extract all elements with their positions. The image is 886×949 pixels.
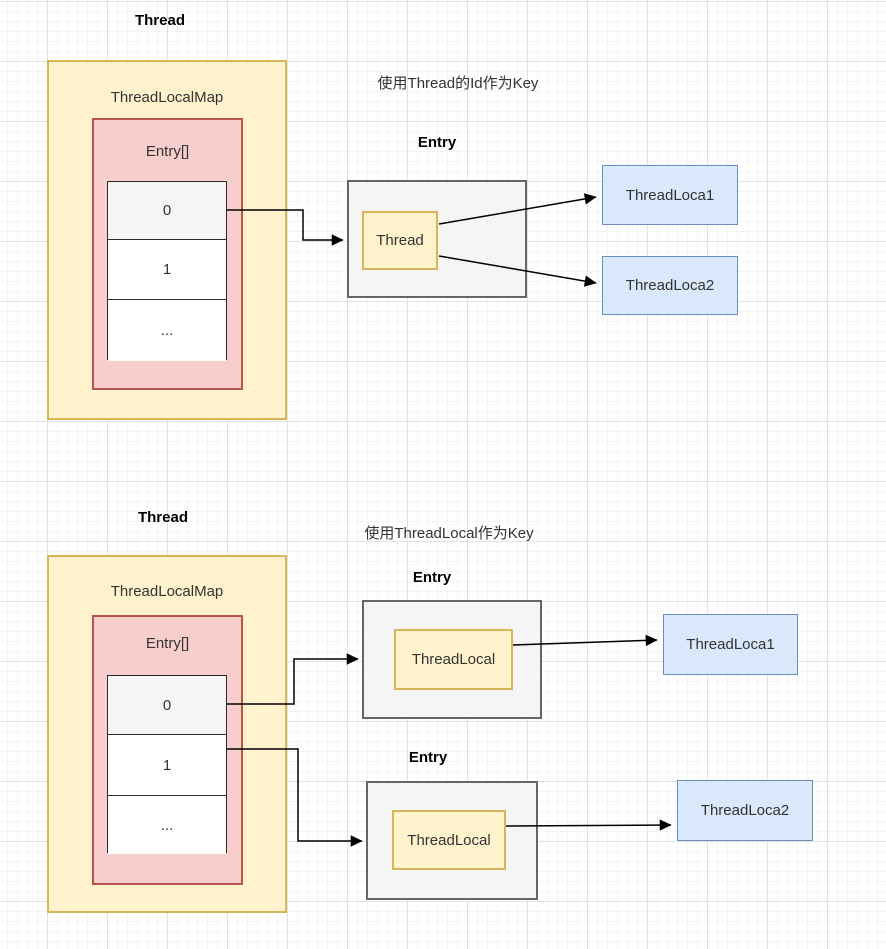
top-thread-key-box[interactable]: Thread — [362, 211, 438, 270]
top-thread-key-label: Thread — [376, 232, 424, 249]
bottom-slot-1[interactable]: 1 — [108, 734, 226, 795]
bottom-entry1-key-label: ThreadLocal — [411, 651, 496, 668]
top-threadlocal1-box[interactable]: ThreadLoca1 — [602, 165, 738, 225]
bottom-slot-rest[interactable]: ... — [108, 795, 226, 854]
bottom-entry2-title[interactable]: Entry — [408, 749, 448, 766]
top-slot-rest[interactable]: ... — [108, 299, 226, 361]
top-threadlocalmap-label: ThreadLocalMap — [110, 89, 224, 106]
top-slot-0[interactable]: 0 — [108, 182, 226, 239]
top-threadlocal2-label: ThreadLoca2 — [625, 277, 715, 294]
bottom-entry2-key-box[interactable]: ThreadLocal — [392, 810, 506, 870]
top-slot-table[interactable]: 0 1 ... — [107, 181, 227, 361]
top-slot-1[interactable]: 1 — [108, 239, 226, 299]
top-entry-array-label: Entry[] — [145, 143, 190, 160]
bottom-entry1-title[interactable]: Entry — [412, 569, 452, 586]
bottom-entry2-key-label: ThreadLocal — [407, 831, 491, 849]
bottom-threadlocalmap-label: ThreadLocalMap — [110, 583, 224, 600]
top-caption[interactable]: 使用Thread的Id作为Key — [377, 75, 539, 92]
top-thread-title[interactable]: Thread — [134, 12, 185, 29]
bottom-thread-title[interactable]: Thread — [137, 509, 188, 526]
top-threadlocal1-label: ThreadLoca1 — [625, 186, 715, 204]
bottom-threadlocal1-box[interactable]: ThreadLoca1 — [663, 614, 798, 675]
bottom-entry1-key-box[interactable]: ThreadLocal — [394, 629, 513, 690]
bottom-slot-table[interactable]: 0 1 ... — [107, 675, 227, 854]
top-entry-title[interactable]: Entry — [417, 134, 457, 151]
bottom-slot-0[interactable]: 0 — [108, 676, 226, 734]
bottom-threadlocal2-label: ThreadLoca2 — [700, 802, 790, 819]
bottom-threadlocal1-label: ThreadLoca1 — [686, 636, 775, 653]
bottom-entry-array-label: Entry[] — [145, 635, 190, 652]
bottom-threadlocal2-box[interactable]: ThreadLoca2 — [677, 780, 813, 841]
top-threadlocal2-box[interactable]: ThreadLoca2 — [602, 256, 738, 315]
bottom-caption[interactable]: 使用ThreadLocal作为Key — [364, 525, 534, 542]
